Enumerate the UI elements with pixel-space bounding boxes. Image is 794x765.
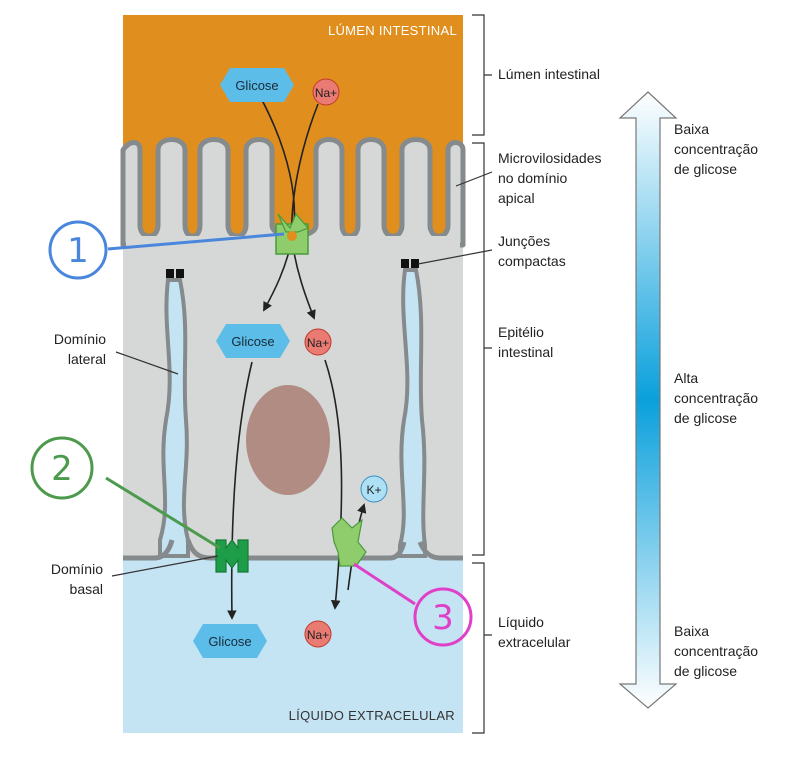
svg-text:2: 2 [51,449,73,489]
basal-membrane [123,539,463,561]
svg-text:Na+: Na+ [307,628,329,642]
gradient-bot-2: concentração [674,643,758,659]
annotation-1: 1 [48,220,285,280]
glucose-path-basal [227,361,253,620]
gradient-bot-3: de glicose [674,663,737,679]
label-microvilli-1: Microvilosidades [498,150,601,166]
concentration-gradient-arrow [618,91,678,709]
label-microvilli-3: apical [498,190,535,206]
annotation-3: 3 [353,562,473,647]
tight-junction-left [166,269,174,278]
gradient-bot-1: Baixa [674,623,709,639]
svg-text:Na+: Na+ [315,86,337,100]
lateral-space-right [398,268,427,558]
sodium-bottom: Na+ [304,620,332,648]
sodium-path-basal [324,359,343,610]
gradient-mid-2: concentração [674,390,758,406]
gradient-top-1: Baixa [674,121,709,137]
gradient-top-2: concentração [674,141,758,157]
lateral-space-left [158,278,190,558]
glucose-mid: Glicose [216,324,290,358]
label-basal-2: basal [70,581,103,597]
right-brackets [417,14,493,734]
leader-basal [111,555,219,577]
apical-symporter [275,212,310,255]
label-fluid-1: Líquido [498,614,544,630]
tight-junction-right [401,259,409,268]
svg-text:Glicose: Glicose [231,334,274,349]
nucleus [246,385,330,495]
sodium-top: Na+ [312,78,340,106]
label-fluid-2: extracelular [498,634,571,650]
sodium-mid: Na+ [304,328,332,356]
label-epithelium-2: intestinal [498,344,553,360]
basal-glucose-transporter [215,539,249,573]
svg-text:Glicose: Glicose [208,634,251,649]
glucose-bottom: Glicose [193,624,267,658]
svg-text:Glicose: Glicose [235,78,278,93]
svg-text:K+: K+ [366,483,381,497]
fluid-title: LÍQUIDO EXTRACELULAR [289,708,455,723]
gradient-top-3: de glicose [674,161,737,177]
sodium-potassium-pump [331,517,367,567]
lumen-title: LÚMEN INTESTINAL [328,23,457,38]
label-junctions-2: compactas [498,253,566,269]
label-junctions-1: Junções [498,233,550,249]
leader-lateral [115,351,179,375]
gradient-mid-1: Alta [674,370,698,386]
label-epithelium-1: Epitélio [498,324,544,340]
glucose-top: Glicose [220,68,294,102]
svg-text:3: 3 [432,598,454,638]
svg-text:1: 1 [67,231,89,271]
tight-junction-right-2 [411,259,419,268]
label-lumen: Lúmen intestinal [498,66,600,82]
svg-text:Na+: Na+ [307,336,329,350]
extracellular-fluid-region [123,555,463,733]
potassium: K+ [360,475,388,503]
label-microvilli-2: no domínio [498,170,567,186]
label-basal-1: Domínio [51,561,103,577]
gradient-mid-3: de glicose [674,410,737,426]
tight-junction-left-2 [176,269,184,278]
annotation-2: 2 [30,436,221,550]
label-lateral-2: lateral [68,351,106,367]
label-lateral-1: Domínio [54,331,106,347]
